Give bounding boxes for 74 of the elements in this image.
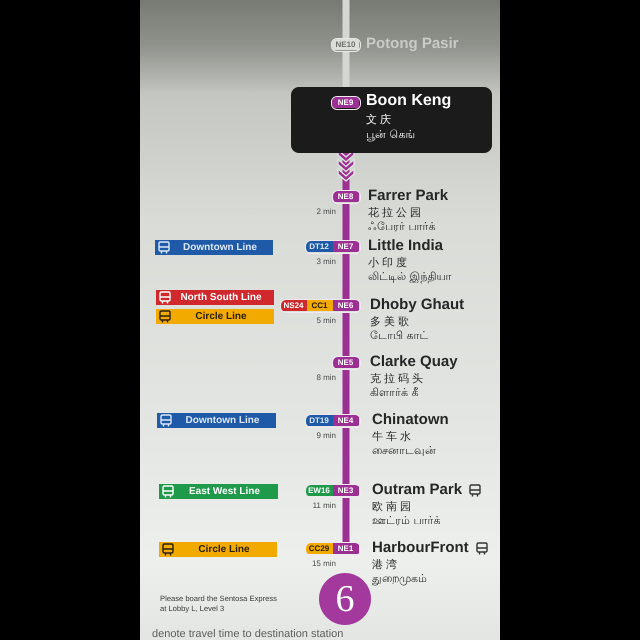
line-name: Downtown Line	[183, 242, 257, 254]
travel-time: 11 min	[312, 501, 336, 511]
travel-time: 9 min	[316, 431, 336, 441]
station-code: NS24	[280, 300, 306, 311]
station-name: Clarke Quay	[370, 353, 458, 370]
travel-time: 15 min	[312, 559, 336, 569]
route-line	[342, 498, 350, 542]
footnote: denote travel time to destination station	[152, 628, 344, 640]
chinese-name: 牛车水	[372, 430, 414, 444]
line-name: East West Line	[189, 486, 260, 498]
tamil-name: ஊட்ரம் பார்க்	[372, 514, 440, 528]
chinese-name: 克拉码头	[370, 372, 426, 386]
travel-time: 3 min	[316, 257, 336, 267]
chinese-name: 小印度	[368, 256, 410, 270]
tamil-name: டோபி காட்	[370, 329, 428, 343]
station-code-badge	[304, 240, 360, 254]
station-code: EW16	[306, 485, 332, 496]
travel-time: 5 min	[316, 316, 336, 326]
station-box	[291, 87, 492, 153]
chinese-name: 花拉公园	[368, 206, 424, 220]
route-line	[342, 254, 350, 299]
travel-time: 2 min	[316, 207, 336, 217]
station-name: Potong Pasir	[366, 35, 459, 52]
station-name: Chinatown	[372, 411, 449, 428]
line-bar	[157, 413, 276, 428]
line-name: North South Line	[180, 292, 262, 304]
route-line	[342, 313, 350, 356]
route-line	[342, 0, 350, 38]
station-code: DT19	[306, 415, 332, 426]
station-code-badge	[304, 484, 360, 498]
line-name: Downtown Line	[186, 414, 260, 426]
station-code: NE7	[332, 241, 358, 252]
chinese-name: 文庆	[366, 113, 394, 127]
station-name: Outram Park	[372, 481, 462, 498]
station-code: NE1	[332, 543, 358, 554]
station-code: DT12	[306, 241, 332, 252]
station-code-badge	[280, 299, 360, 313]
line-bar	[156, 290, 274, 305]
route-line	[342, 204, 350, 240]
line-bar	[159, 542, 277, 557]
route-line	[342, 52, 350, 87]
station-code: NE4	[332, 415, 358, 426]
station-name: Dhoby Ghaut	[370, 296, 464, 313]
station-code: NE6	[332, 300, 358, 311]
tamil-name: துறைமுகம்	[372, 572, 427, 586]
line-name: Circle Line	[198, 544, 250, 556]
line-bar	[156, 309, 274, 324]
travel-time: 8 min	[316, 373, 336, 383]
station-code: NE10	[332, 39, 359, 50]
tamil-name: பூன் கெங்	[366, 128, 416, 142]
route-line	[342, 370, 350, 414]
station-code: CC1	[306, 300, 332, 311]
tamil-name: கிளார்க் கீ	[370, 386, 418, 400]
line-bar	[159, 484, 278, 499]
station-code: NE8	[332, 191, 358, 202]
tamil-name: சைனாடவுன்	[372, 444, 436, 458]
station-code: CC29	[306, 543, 332, 554]
tamil-name: ஃபேரர் பார்க்	[368, 220, 436, 234]
station-code-badge	[304, 542, 360, 556]
station-name: Farrer Park	[368, 187, 448, 204]
station-code: NE9	[332, 97, 359, 108]
route-line	[342, 428, 350, 484]
station-name: Little India	[368, 237, 443, 254]
station-name: Boon Keng	[366, 91, 452, 110]
chinese-name: 港湾	[372, 558, 400, 572]
chinese-name: 欧南园	[372, 500, 414, 514]
chinese-name: 多美歌	[370, 315, 412, 329]
line-name: Circle Line	[195, 310, 247, 322]
station-code: NE3	[332, 485, 358, 496]
station-code-badge	[304, 414, 360, 428]
line-bar	[155, 240, 273, 255]
station-name: HarbourFront	[372, 539, 469, 556]
tamil-name: லிட்டில் இந்தியா	[368, 270, 452, 284]
station-code: NE5	[332, 357, 358, 368]
